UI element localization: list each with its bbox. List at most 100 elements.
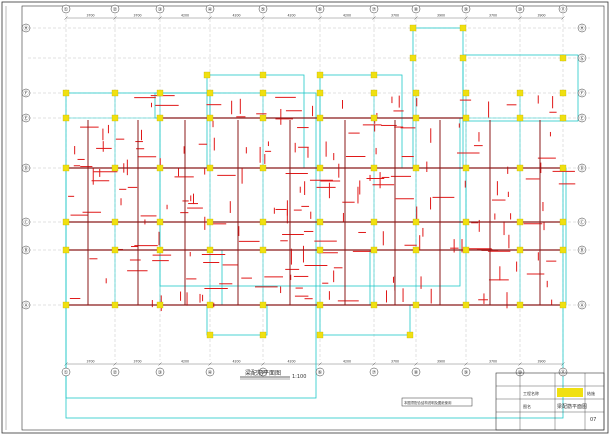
column <box>559 301 567 309</box>
dimension-label: 4200 <box>287 360 295 364</box>
title-block-subtitle: 梁配筋平面图 <box>557 403 587 410</box>
column <box>316 246 324 254</box>
axis-bubble <box>577 217 587 227</box>
axis-bubble-label: ⑥ <box>318 370 323 376</box>
column <box>156 246 164 254</box>
dimension-tick <box>561 16 565 20</box>
column <box>156 164 164 172</box>
axis-bubble <box>577 113 587 123</box>
title-block-highlight <box>557 388 583 397</box>
axis-bubble <box>61 367 71 377</box>
dimension-tick <box>414 362 418 366</box>
axis-bubble-label: ② <box>113 370 118 376</box>
axis-bubble <box>577 245 587 255</box>
dimension-label: 4200 <box>232 14 240 18</box>
dimension-tick <box>464 16 468 20</box>
column <box>316 218 324 226</box>
axis-bubble-label: Ⓒ <box>579 219 584 226</box>
axis-bubble-label: ⑩ <box>518 7 523 13</box>
axis-bubble-label: Ⓐ <box>23 302 28 309</box>
column <box>259 331 267 339</box>
beam-outline <box>319 304 411 336</box>
column <box>111 89 119 97</box>
axis-bubble <box>258 367 268 377</box>
column <box>370 114 378 122</box>
axis-bubble <box>461 4 471 14</box>
dimension-tick <box>518 16 522 20</box>
axis-bubble-label: Ⓑ <box>579 247 584 254</box>
axis-bubble <box>205 367 215 377</box>
axis-bubble <box>21 300 31 310</box>
column <box>370 301 378 309</box>
dimension-label: 3900 <box>537 360 545 364</box>
dimension-label: 3700 <box>489 360 497 364</box>
axis-bubble <box>558 367 568 377</box>
axis-bubble-label: ⑧ <box>414 7 419 13</box>
dimension-label: 3900 <box>437 14 445 18</box>
column <box>462 89 470 97</box>
column-layer <box>62 24 567 339</box>
dimension-tick <box>113 16 117 20</box>
column <box>206 114 214 122</box>
column <box>316 114 324 122</box>
column <box>316 331 324 339</box>
column <box>156 114 164 122</box>
axis-bubble <box>258 4 268 14</box>
axis-bubble-label: ⑨ <box>464 370 468 376</box>
beam-outline <box>462 54 579 122</box>
column <box>370 218 378 226</box>
column <box>156 301 164 309</box>
beam-outline <box>412 27 464 169</box>
column <box>559 164 567 172</box>
axis-bubble <box>577 23 587 33</box>
axis-bubble-label: ⑪ <box>560 6 565 13</box>
axis-bubble-label: Ⓓ <box>23 165 28 172</box>
axis-bubble-label: ③ <box>158 7 162 13</box>
column <box>370 89 378 97</box>
column <box>559 89 567 97</box>
column <box>370 246 378 254</box>
axis-bubble <box>21 23 31 33</box>
column <box>462 114 470 122</box>
column <box>111 218 119 226</box>
column <box>462 218 470 226</box>
axis-bubble-label: Ⓗ <box>23 25 28 32</box>
column <box>516 301 524 309</box>
column <box>62 89 70 97</box>
column <box>206 301 214 309</box>
beam-outline <box>206 304 268 336</box>
column <box>316 89 324 97</box>
column <box>462 301 470 309</box>
dimension-tick <box>261 16 265 20</box>
column <box>412 89 420 97</box>
axis-bubble <box>369 367 379 377</box>
column <box>412 164 420 172</box>
axis-bubble <box>315 4 325 14</box>
dimension-tick <box>208 16 212 20</box>
axis-bubble <box>369 4 379 14</box>
beam-outline <box>65 249 223 306</box>
column <box>62 164 70 172</box>
column <box>412 301 420 309</box>
title-block-sheet: 结施 <box>587 390 595 396</box>
dimension-tick <box>261 362 265 366</box>
column <box>259 71 267 79</box>
axis-bubble <box>155 4 165 14</box>
column <box>370 71 378 79</box>
column <box>516 246 524 254</box>
dimension-tick <box>318 362 322 366</box>
axis-bubble-label: ⑨ <box>464 7 468 13</box>
column <box>559 246 567 254</box>
dimension-tick <box>64 16 68 20</box>
dark-beam-layer <box>66 117 563 306</box>
rebar-layer <box>68 95 576 312</box>
dimension-label: 3900 <box>437 360 445 364</box>
beam-outline <box>206 74 305 169</box>
column <box>206 246 214 254</box>
dimension-tick <box>113 362 117 366</box>
column <box>412 218 420 226</box>
axis-bubble <box>577 300 587 310</box>
axis-bubble <box>577 163 587 173</box>
